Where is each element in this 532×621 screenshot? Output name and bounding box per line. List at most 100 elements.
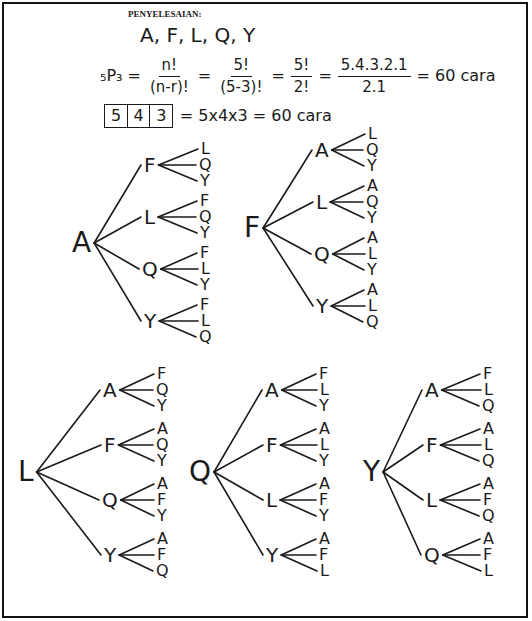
tree-branch xyxy=(214,445,263,472)
node-text: Q xyxy=(314,242,330,266)
node-text: Y xyxy=(367,156,377,175)
tree-letter: Y xyxy=(365,261,379,279)
tree-branch xyxy=(441,445,479,461)
node-text: L xyxy=(18,455,34,488)
tree-branch xyxy=(37,472,99,500)
tree-branch xyxy=(330,202,364,218)
tree-branch xyxy=(94,243,141,321)
node-text: Y xyxy=(144,309,156,333)
tree-branch xyxy=(159,321,196,337)
node-text: Y xyxy=(157,506,167,525)
tree-letter: A xyxy=(70,228,93,258)
formula-text: = xyxy=(271,67,284,85)
tree-branch xyxy=(121,484,154,500)
tree-branch xyxy=(332,149,363,151)
node-text: L xyxy=(144,205,155,229)
tree-branch xyxy=(443,555,481,571)
tree-branch xyxy=(383,472,421,555)
tree-branch xyxy=(119,429,154,445)
node-text: F xyxy=(144,153,156,177)
tree-letter: A xyxy=(263,379,281,401)
denominator: (n-r)! xyxy=(147,77,192,96)
tree-branch xyxy=(281,444,317,446)
tree-letter: Y xyxy=(317,507,331,525)
tree-letter: Y xyxy=(317,397,331,415)
tree-letter: Y xyxy=(102,544,118,566)
tree-branch xyxy=(159,305,197,321)
tree-branch xyxy=(440,499,480,501)
tree-branch xyxy=(443,554,480,556)
tree-letter: Q xyxy=(197,328,214,346)
tree-letter: Q xyxy=(422,544,442,566)
tree-branch xyxy=(120,374,154,390)
tree-branch xyxy=(332,134,365,150)
tree-branch xyxy=(331,305,365,307)
tree-branch xyxy=(383,445,423,472)
node-text: Y xyxy=(104,543,116,567)
node-text: Q xyxy=(156,561,169,580)
tree-letter: Y xyxy=(314,295,330,317)
node-text: F xyxy=(244,211,260,244)
node-text: A xyxy=(425,378,439,402)
tree-branch xyxy=(119,444,153,446)
node-text: Q xyxy=(424,543,440,567)
node-text: F xyxy=(426,433,438,457)
tree-branch xyxy=(442,390,479,406)
tree-branch xyxy=(332,150,364,166)
tree-letter: Q xyxy=(364,313,381,331)
heading-text: PENYELESAIAN: xyxy=(128,10,202,20)
tree-branch xyxy=(441,429,480,445)
node-text: Y xyxy=(266,543,278,567)
tree-branch xyxy=(121,500,154,516)
tree-branch xyxy=(214,472,263,555)
tree-letter: Y xyxy=(198,224,212,242)
node-text: Q xyxy=(102,488,118,512)
tree-letter: L xyxy=(16,457,36,487)
tree-branch xyxy=(442,374,480,390)
node-text: A xyxy=(315,138,329,162)
tree-branch xyxy=(281,554,316,556)
tree-branch xyxy=(281,429,316,445)
tree-branch xyxy=(383,390,422,472)
node-text: A xyxy=(103,378,117,402)
tree-branch xyxy=(121,499,154,501)
tree-letter: L xyxy=(482,562,495,580)
node-text: L xyxy=(316,190,327,214)
tree-letter: A xyxy=(313,139,331,161)
node-text: Y xyxy=(200,275,210,294)
node-text: L xyxy=(484,561,493,580)
node-text: Y xyxy=(367,260,377,279)
formula-text: = 60 cara xyxy=(417,67,496,85)
node-text: 3 xyxy=(156,106,166,125)
tree-branch xyxy=(333,254,364,270)
node-text: Q xyxy=(189,455,211,488)
tree-branch xyxy=(159,149,198,165)
numerator: 5! xyxy=(231,57,253,77)
tree-branch xyxy=(263,228,313,306)
tree-branch xyxy=(280,484,316,500)
tree-branch xyxy=(37,472,101,555)
tree-letter: F xyxy=(242,213,262,243)
tree-branch xyxy=(280,500,316,516)
tree-branch xyxy=(282,390,316,406)
tree-letter: L xyxy=(264,489,279,511)
node-text: Q xyxy=(142,257,158,281)
tree-letter: Y xyxy=(155,507,169,525)
node-text: F xyxy=(266,433,278,457)
slot-box: 3 xyxy=(149,104,173,128)
node-text: F xyxy=(104,433,116,457)
tree-branch xyxy=(120,390,154,406)
tree-branch xyxy=(119,445,154,461)
formula-text: = xyxy=(318,67,331,85)
tree-letter: F xyxy=(424,434,440,456)
tree-branch xyxy=(94,165,141,243)
tree-branch xyxy=(94,217,141,243)
node-text: Q xyxy=(366,312,379,331)
tree-branch xyxy=(443,539,480,555)
frame-border xyxy=(3,3,527,617)
node-text: Y xyxy=(367,208,377,227)
node-text: Y xyxy=(363,455,380,488)
numerator: 5.4.3.2.1 xyxy=(338,57,411,77)
tree-letter: Q xyxy=(480,507,497,525)
